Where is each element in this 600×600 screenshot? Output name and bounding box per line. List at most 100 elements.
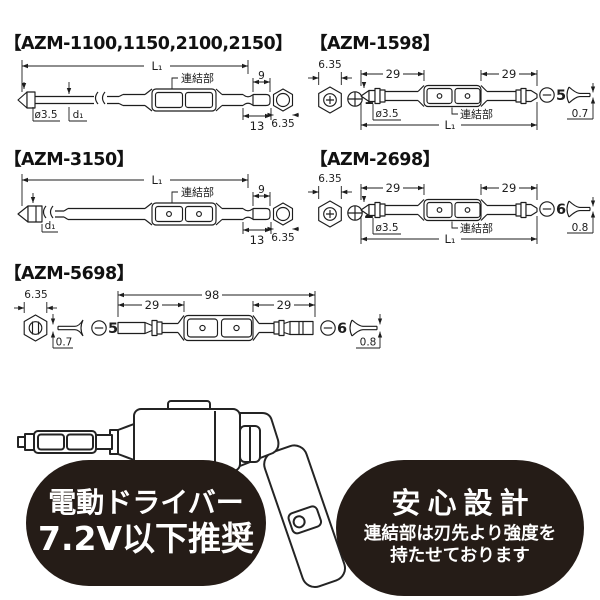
label-connector: 連結部: [181, 71, 214, 85]
bit-drawing: [17, 202, 271, 226]
label-tip-diameter: ø3.5: [375, 108, 398, 120]
badge-safety-line2: 持たせております: [390, 546, 530, 567]
section-title-azm2698: 【AZM-2698】: [310, 150, 440, 170]
section-title-azm5698: 【AZM-5698】: [4, 264, 134, 284]
label-seg-left: 29: [386, 181, 401, 195]
segment-dimension-right: 29: [480, 181, 538, 200]
section-title-azm3150: 【AZM-3150】: [4, 150, 134, 170]
groove-dimension: 9: [252, 184, 271, 206]
electric-screwdriver-illustration: [17, 400, 346, 588]
label-tip-diameter: ø3.5: [375, 222, 398, 234]
badge-driver-line1: 電動ドライバー: [48, 486, 244, 520]
segment-dimension-left: 29: [118, 298, 185, 312]
connector-plate: [154, 205, 184, 223]
bit-drawing: [360, 198, 538, 222]
label-overall-length: L₁: [151, 59, 162, 73]
drill-handle: [263, 444, 346, 588]
groove-dimension: 9: [252, 70, 271, 92]
bit-drawing: [17, 88, 271, 112]
label-slot-size-right: 6: [337, 321, 347, 337]
tip-diameter-callout: ø3.5: [361, 82, 401, 121]
connector-plate: [454, 87, 481, 105]
safety-design-badge: 安心設計 連結部は刃先より強度を 持たせております: [336, 460, 584, 596]
label-seg-right: 29: [277, 298, 292, 312]
label-shank-length: 13: [250, 119, 265, 133]
segment-dimension-left: 29: [360, 181, 425, 200]
break-symbol: [42, 205, 54, 219]
section-title-azm1598: 【AZM-1598】: [310, 34, 440, 54]
connector-body: [151, 202, 217, 226]
slotted-symbol: 5: [539, 87, 566, 104]
hex-cross-section-icon: 6.35: [14, 289, 57, 342]
label-seg-right: 29: [502, 67, 517, 81]
connector-plate: [184, 205, 214, 223]
drill-chuck: [109, 423, 135, 461]
connector-body: [151, 88, 217, 112]
blade-side-view-right: 0.8: [349, 314, 383, 349]
slotted-symbol-left: 5: [91, 320, 118, 337]
driver-recommendation-badge: 電動ドライバー 7.2V以下推奨: [26, 460, 266, 586]
break-symbol: [94, 91, 106, 105]
hex-cross-section-icon: 6.35: [308, 59, 352, 114]
label-overall-length: 98: [205, 288, 220, 302]
dimension-diagram-azm1100: L₁ 連結部 9 13 6.35 ø3.5: [17, 59, 299, 133]
label-shaft-diameter: d₁: [45, 220, 56, 232]
label-connector: 連結部: [460, 107, 493, 121]
hex-cross-section-icon: 6.35: [267, 202, 299, 244]
label-blade-thickness: 0.7: [572, 108, 589, 120]
label-hex-size: 6.35: [24, 289, 47, 301]
label-connector: 連結部: [181, 185, 214, 199]
overall-length-dimension: L₁: [21, 59, 249, 92]
section-title-azm1100: 【AZM-1100,1150,2100,2150】: [4, 34, 293, 54]
connector-callout: 連結部: [451, 107, 493, 121]
label-seg-left: 29: [386, 67, 401, 81]
overall-length-dimension: L₁: [21, 173, 249, 206]
connecting-bit-in-chuck: [17, 430, 113, 454]
connector-plate: [184, 91, 214, 109]
hex-cross-section-icon: 6.35: [308, 173, 352, 228]
label-groove-width: 9: [258, 184, 265, 196]
tip-diameter-callout: ø3.5: [361, 196, 401, 235]
label-slot-size: 5: [556, 88, 566, 104]
label-groove-width: 9: [258, 70, 265, 82]
shank-dimension: 13: [242, 108, 272, 133]
connector-plate: [426, 201, 453, 219]
badge-driver-line2: 7.2V以下推奨: [38, 519, 254, 559]
connector-plate: [220, 318, 253, 338]
slotted-symbol: 6: [539, 201, 566, 218]
segment-dimension-left: 29: [360, 67, 425, 86]
badge-safety-title: 安心設計: [391, 485, 536, 520]
label-hex-size: 6.35: [271, 118, 294, 130]
label-overall-length: L₁: [151, 173, 162, 187]
bit-drawing: [360, 84, 538, 108]
label-overall-length: L₁: [444, 118, 455, 132]
bit-drawing: [117, 314, 314, 342]
label-connector: 連結部: [460, 221, 493, 235]
segment-dimension-right: 29: [480, 67, 538, 86]
label-seg-right: 29: [502, 181, 517, 195]
connector-callout: 連結部: [171, 185, 214, 203]
diameter-callouts: ø3.5 d₁: [21, 82, 87, 122]
dimension-diagram-azm5698: 6.35 0.7 5 98: [14, 288, 383, 349]
label-seg-left: 29: [145, 298, 160, 312]
label-hex-size: 6.35: [318, 173, 341, 185]
label-blade-thickness: 0.8: [572, 222, 589, 234]
connector-body: [183, 314, 254, 342]
blade-side-view: 0.7: [566, 83, 596, 120]
segment-dimension-right: 29: [252, 298, 315, 312]
label-hex-size: 6.35: [271, 232, 294, 244]
label-slot-size: 6: [556, 202, 566, 218]
connector-plate: [426, 87, 453, 105]
label-blade-thickness-right: 0.8: [360, 337, 377, 349]
overall-length-dimension: L₁: [360, 216, 538, 246]
shank-dimension: 13: [242, 222, 272, 247]
label-slot-size-left: 5: [108, 321, 118, 337]
label-blade-thickness-left: 0.7: [56, 337, 73, 349]
label-tip-diameter: ø3.5: [34, 109, 57, 121]
connector-plate: [454, 201, 481, 219]
label-shank-length: 13: [250, 233, 265, 247]
label-hex-size: 6.35: [318, 59, 341, 71]
connector-plate: [186, 318, 219, 338]
dimension-diagram-azm2698: 6.35 2 29 29 6: [308, 173, 596, 246]
badge-safety-line1: 連結部は刃先より強度を: [363, 523, 557, 544]
